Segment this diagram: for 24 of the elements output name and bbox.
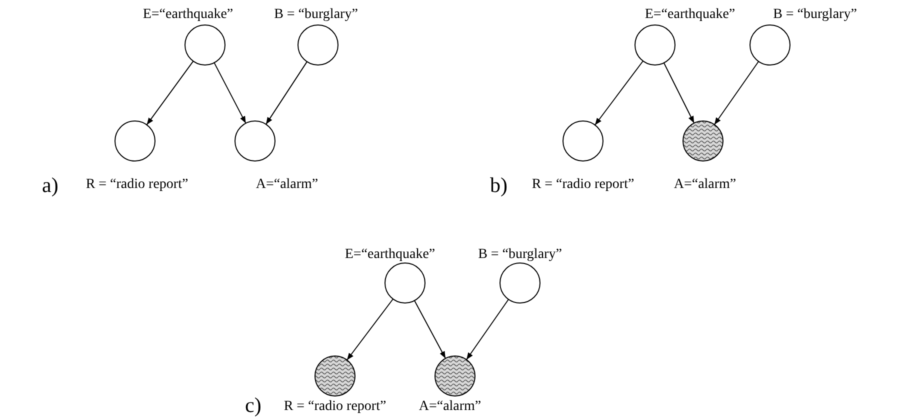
node-label: R = “radio report” xyxy=(532,176,634,194)
arrow xyxy=(414,300,446,359)
panel-label: c) xyxy=(245,393,262,417)
node-label: R = “radio report” xyxy=(284,398,386,416)
arrow xyxy=(714,60,760,126)
node-label: A=“alarm” xyxy=(418,398,482,416)
arrow xyxy=(346,298,394,360)
node-label: A=“alarm” xyxy=(674,176,736,194)
arrow xyxy=(663,62,695,124)
arrow xyxy=(466,298,509,360)
node-label: E=“earthquake” xyxy=(644,6,736,24)
arrow xyxy=(266,61,308,125)
panel-label: a) xyxy=(42,173,58,197)
node-label: B = “burglary” xyxy=(478,246,562,264)
node-label: E=“earthquake” xyxy=(142,6,234,24)
node-label: R = “radio report” xyxy=(86,176,188,194)
arrow xyxy=(214,62,246,124)
arrow xyxy=(594,60,644,126)
panel-label: b) xyxy=(490,173,508,197)
node-label: B = “burglary” xyxy=(274,6,358,24)
node-label: A=“alarm” xyxy=(256,176,318,194)
node-label: B = “burglary” xyxy=(773,6,857,24)
node-label: E=“earthquake” xyxy=(344,246,436,264)
arrow xyxy=(146,60,194,126)
